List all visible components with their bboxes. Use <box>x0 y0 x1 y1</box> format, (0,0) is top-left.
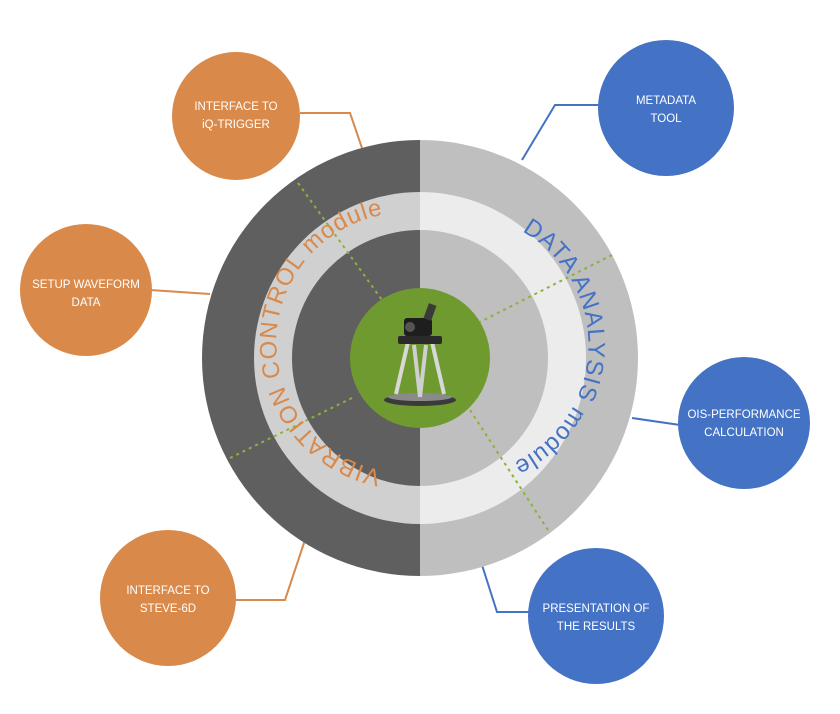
node-steve-6d-line1: INTERFACE TO <box>126 585 209 597</box>
node-metadata-tool-line2: TOOL <box>650 113 682 125</box>
connector-metadata <box>521 104 600 161</box>
divider-top-left <box>297 182 383 301</box>
node-metadata-tool[interactable]: METADATA TOOL <box>598 40 734 176</box>
hexapod-shaker-icon <box>384 303 456 406</box>
connector-steve-6d <box>230 539 306 601</box>
node-presentation-line2: THE RESULTS <box>557 621 636 633</box>
node-iq-trigger-line1: INTERFACE TO <box>194 101 277 113</box>
divider-bottom-right <box>469 409 549 531</box>
node-ois-performance-line2: CALCULATION <box>704 427 784 439</box>
center-hub <box>350 288 490 428</box>
node-iq-trigger[interactable]: INTERFACE TO iQ-TRIGGER <box>172 52 300 180</box>
node-setup-waveform[interactable]: SETUP WAVEFORM DATA <box>20 224 152 356</box>
connector-presentation <box>481 564 530 613</box>
node-ois-performance[interactable]: OIS-PERFORMANCE CALCULATION <box>678 357 810 489</box>
node-steve-6d-line2: STEVE-6D <box>140 603 196 615</box>
center-circle <box>350 288 490 428</box>
divider-bottom-left <box>229 397 353 459</box>
connectors <box>149 104 681 613</box>
dotted-dividers <box>229 182 613 531</box>
connector-setup-waveform <box>149 289 211 295</box>
node-steve-6d[interactable]: INTERFACE TO STEVE-6D <box>100 530 236 666</box>
node-setup-waveform-line1: SETUP WAVEFORM <box>32 279 140 291</box>
node-ois-performance-line1: OIS-PERFORMANCE <box>687 409 800 421</box>
node-presentation-line1: PRESENTATION OF <box>543 603 650 615</box>
node-iq-trigger-line2: iQ-TRIGGER <box>202 119 270 131</box>
connector-iq-trigger <box>300 112 363 149</box>
node-metadata-tool-line1: METADATA <box>636 95 696 107</box>
connector-ois <box>631 417 681 426</box>
node-presentation[interactable]: PRESENTATION OF THE RESULTS <box>528 548 664 684</box>
node-setup-waveform-line2: DATA <box>72 297 101 309</box>
